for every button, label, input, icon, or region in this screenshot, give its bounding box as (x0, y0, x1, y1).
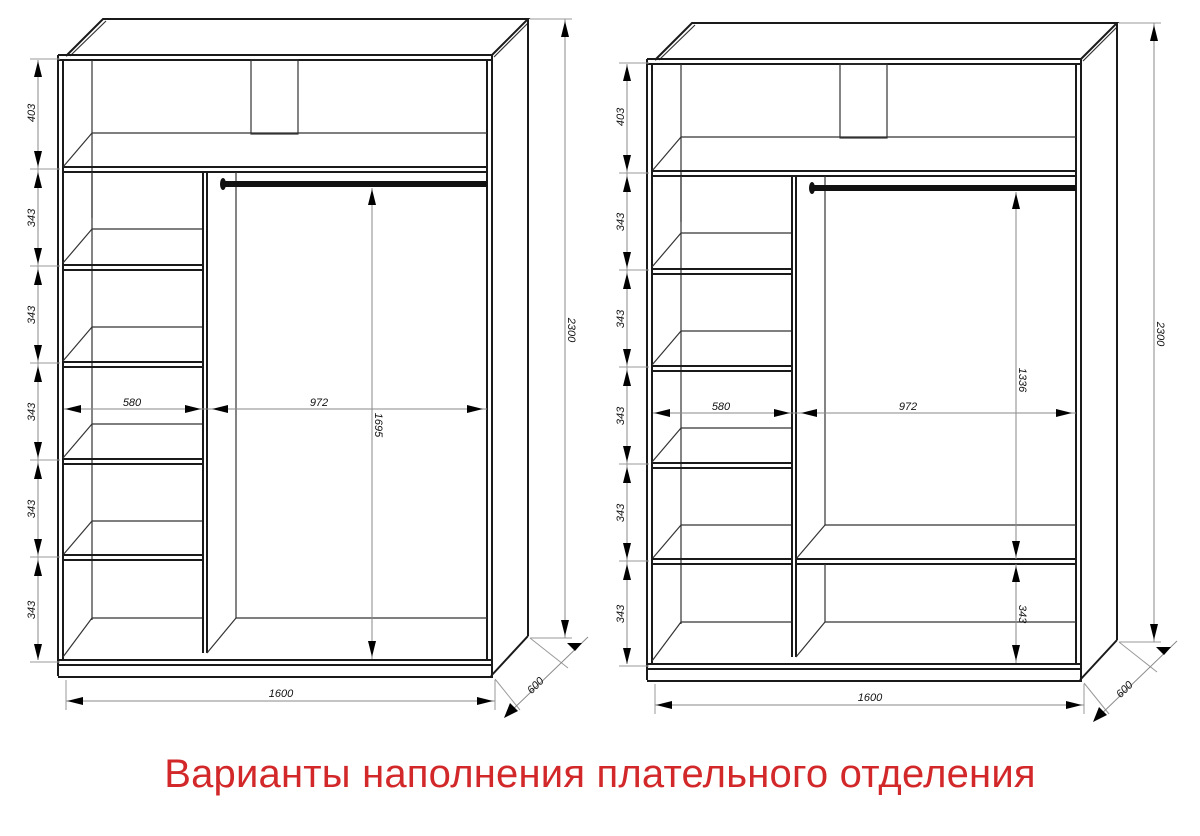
dim-top-shelf: 403 (26, 103, 38, 122)
dim-right-width: 972 (899, 401, 917, 413)
dim-shelf-4: 343 (615, 503, 627, 522)
dimensions-variant-1: 403 343 343 343 343 343 580 972 1695 230… (26, 18, 589, 718)
wardrobe-variant-2 (646, 22, 1120, 682)
dim-hanging-height: 1336 (1016, 368, 1028, 393)
dim-shelf-3: 343 (26, 402, 38, 421)
dim-right-width: 972 (310, 397, 328, 409)
dim-shelf-2: 343 (615, 309, 627, 328)
dim-total-height: 2300 (565, 317, 577, 343)
dim-shelf-5: 343 (26, 600, 38, 619)
dim-left-width: 580 (123, 397, 142, 409)
caption-title: Варианты наполнения плательного отделени… (164, 752, 1036, 796)
dim-shelf-2: 343 (26, 305, 38, 324)
dim-left-width: 580 (712, 401, 731, 413)
dim-bottom-compartment: 343 (1016, 605, 1028, 624)
rod-end-cap (220, 178, 226, 190)
wardrobe-variant-1 (57, 18, 531, 678)
dim-shelf-5: 343 (615, 604, 627, 623)
dim-shelf-1: 343 (615, 212, 627, 231)
dimensions-variant-2: 403 343 343 343 343 343 580 972 1336 343… (615, 22, 1178, 722)
dim-total-width: 1600 (269, 688, 294, 700)
left-shelves (651, 176, 792, 662)
dim-shelf-3: 343 (615, 406, 627, 425)
dim-shelf-1: 343 (26, 208, 38, 227)
dim-total-width: 1600 (858, 692, 883, 704)
dim-shelf-4: 343 (26, 499, 38, 518)
dim-depth: 600 (525, 675, 547, 697)
left-shelves (62, 172, 203, 658)
dim-hanging-height: 1695 (372, 413, 384, 438)
dim-depth: 600 (1114, 679, 1136, 701)
dim-top-shelf: 403 (615, 107, 627, 126)
dim-total-height: 2300 (1154, 321, 1166, 347)
rod-end-cap (809, 182, 815, 194)
